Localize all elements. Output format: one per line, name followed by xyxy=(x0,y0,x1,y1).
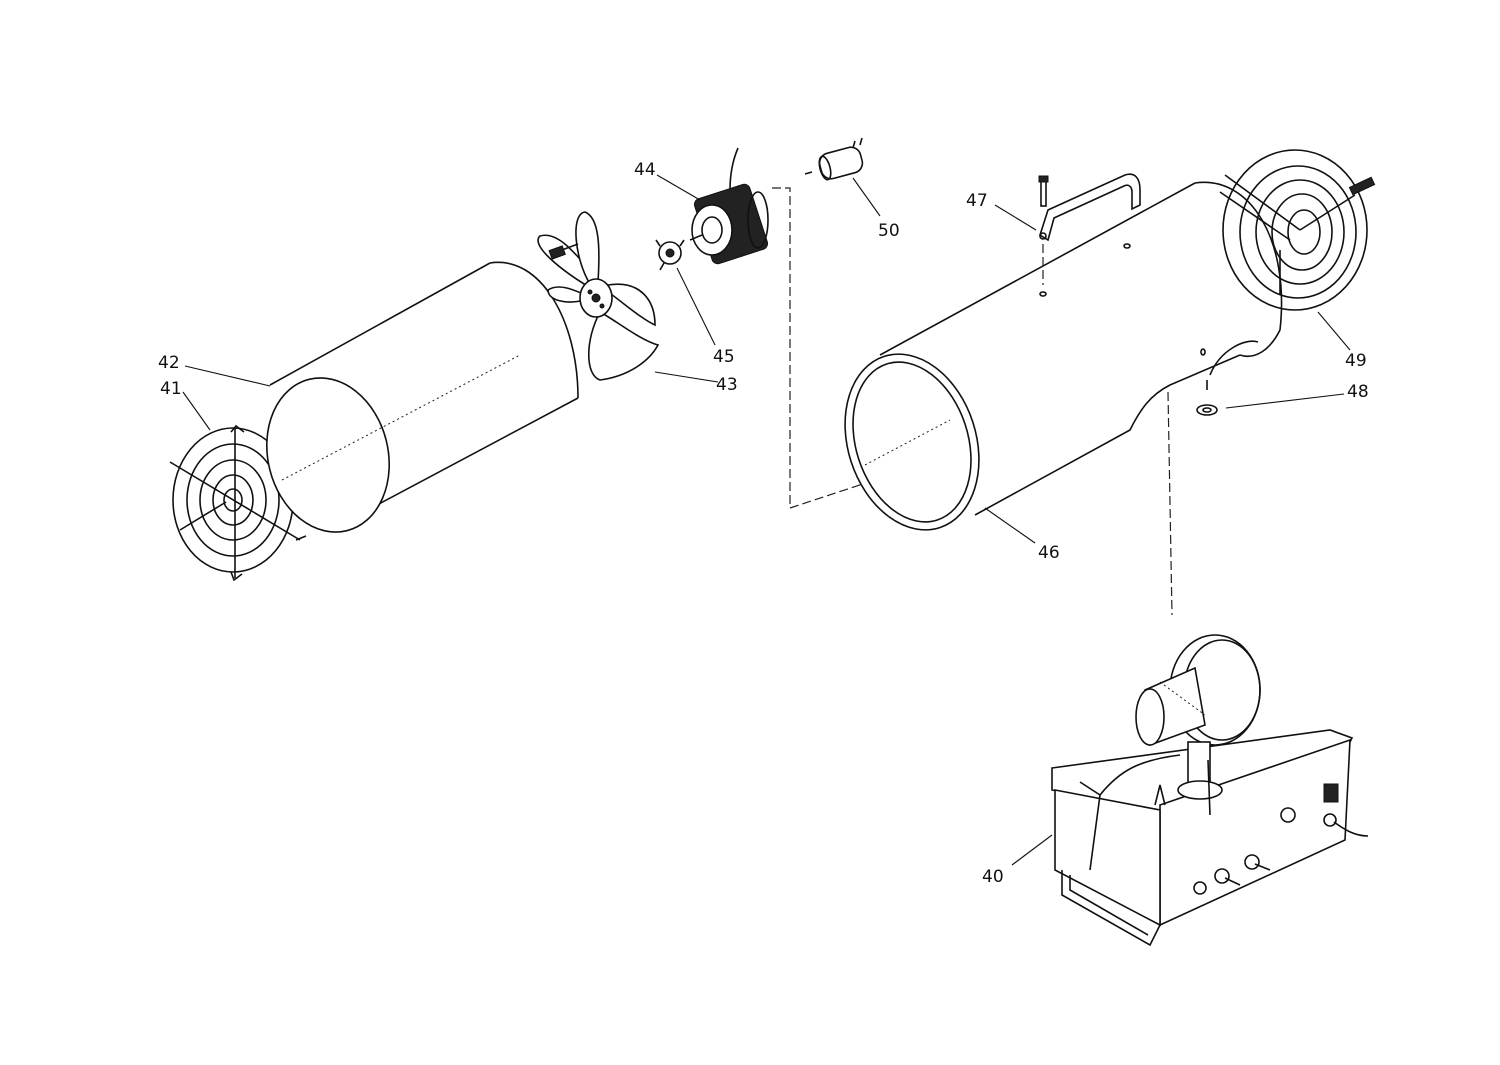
part-label-45: 45 xyxy=(713,347,735,367)
part-label-48: 48 xyxy=(1347,382,1369,402)
part-label-49: 49 xyxy=(1345,351,1367,371)
rear-housing xyxy=(844,181,1283,531)
fan-motor xyxy=(689,147,769,265)
front-cylinder-shell xyxy=(266,261,579,533)
assembly-line-2 xyxy=(1167,391,1173,616)
fan-hub xyxy=(655,239,685,271)
capacitor xyxy=(804,137,864,181)
part-label-40: 40 xyxy=(982,867,1004,887)
part-label-44: 44 xyxy=(634,160,656,180)
part-label-47: 47 xyxy=(966,191,988,211)
part-label-41: 41 xyxy=(160,379,182,399)
carry-handle xyxy=(1038,173,1141,285)
fan-blade xyxy=(537,211,660,381)
leader-lines xyxy=(182,174,1351,866)
part-label-46: 46 xyxy=(1038,543,1060,563)
part-label-43: 43 xyxy=(716,375,738,395)
part-label-42: 42 xyxy=(158,353,180,373)
rear-fan-guard xyxy=(1219,149,1376,311)
assembly-line-1 xyxy=(772,187,876,509)
burner-base xyxy=(1051,634,1369,947)
part-label-50: 50 xyxy=(878,221,900,241)
front-fan-guard xyxy=(169,424,307,582)
washer xyxy=(1196,380,1218,416)
